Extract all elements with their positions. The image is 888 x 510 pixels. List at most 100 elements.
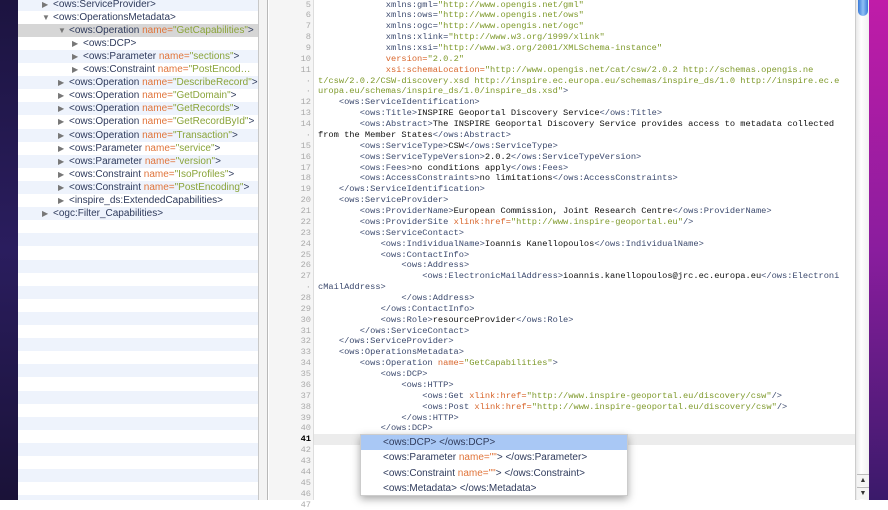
disclosure-right-icon[interactable]: ▶	[58, 104, 65, 114]
tree-row[interactable]: ▶<ows:ServiceProvider>	[18, 0, 258, 11]
code-token: Ioannis Kanellopoulos	[484, 238, 595, 249]
tree-row[interactable]: ▶<ows:Constraint name="PostEncoding">	[18, 180, 258, 194]
scroll-down-arrow-icon[interactable]: ▼	[857, 487, 869, 499]
disclosure-right-icon[interactable]: ▶	[58, 156, 65, 166]
disclosure-right-icon[interactable]: ▶	[58, 196, 65, 205]
code-line[interactable]: <ows:ProviderName>European Commission, J…	[318, 206, 772, 217]
code-line[interactable]: t/csw/2.0.2/CSW-discovery.xsd http://ins…	[318, 76, 839, 87]
code-line[interactable]: </ows:ServiceIdentification>	[318, 184, 485, 195]
tree-node-label: <ows:Operation name="GetRecordById">	[69, 115, 254, 128]
disclosure-down-icon[interactable]: ▼	[58, 25, 66, 35]
disclosure-right-icon[interactable]: ▶	[58, 130, 65, 140]
code-line[interactable]: <ows:Abstract>The INSPIRE Geoportal Disc…	[318, 119, 834, 130]
line-number: 28	[300, 292, 311, 303]
code-token: </ows:ServiceContact>	[359, 325, 470, 336]
code-line[interactable]: xmlns:ows="http://www.opengis.net/ows"	[318, 10, 584, 21]
code-line[interactable]: <ows:IndividualName>Ioannis Kanellopoulo…	[318, 239, 704, 250]
code-line[interactable]: xmlns:ogc="http://www.opengis.net/ogc"	[318, 21, 584, 32]
autocomplete-item[interactable]: <ows:Metadata> </ows:Metadata>	[361, 481, 627, 496]
code-line[interactable]: <ows:ServiceContact>	[318, 228, 464, 239]
code-line[interactable]: <ows:ServiceProvider>	[318, 195, 448, 206]
code-line[interactable]: <ows:DCP>	[318, 369, 428, 380]
code-line[interactable]: <ows:Address>	[318, 260, 469, 271]
tree-row[interactable]: ▶<ogc:Filter_Capabilities>	[18, 207, 258, 221]
autocomplete-item[interactable]: <ows:Constraint name=""> </ows:Constrain…	[361, 466, 627, 481]
code-token: "http://www.opengis.net/gml"	[437, 0, 584, 10]
code-line[interactable]: <ows:HTTP>	[318, 380, 453, 391]
autocomplete-val: ""	[488, 467, 496, 479]
disclosure-right-icon[interactable]: ▶	[58, 78, 65, 88]
disclosure-down-icon[interactable]: ▼	[42, 12, 50, 22]
autocomplete-item[interactable]: <ows:DCP> </ows:DCP>	[361, 435, 627, 451]
code-line[interactable]: <ows:Get xlink:href="http://www.inspire-…	[318, 391, 782, 402]
tree-row[interactable]: ▶<ows:Operation name="DescribeRecord">	[18, 76, 258, 90]
tree-node-end: >	[231, 129, 238, 141]
code-line[interactable]: <ows:Title>INSPIRE Geoportal Discovery S…	[318, 108, 662, 119]
code-line[interactable]: <ows:Fees>no conditions apply</ows:Fees>	[318, 163, 569, 174]
tree-row[interactable]: ▶<inspire_ds:ExtendedCapabilities>	[18, 194, 258, 207]
code-editor[interactable]: xmlns:gml="http://www.opengis.net/gml" x…	[314, 0, 855, 500]
autocomplete-tag: <ows:Constraint	[383, 467, 458, 479]
code-line[interactable]: xsi:schemaLocation="http://www.opengis.n…	[318, 64, 814, 76]
code-line[interactable]: <ows:Role>resourceProvider</ows:Role>	[318, 315, 574, 326]
code-line[interactable]: version="2.0.2"	[318, 54, 464, 65]
code-line[interactable]: xmlns:gml="http://www.opengis.net/gml"	[318, 0, 584, 10]
tree-row[interactable]: ▶<ows:Parameter name="service">	[18, 142, 258, 155]
code-line[interactable]: </ows:ServiceProvider>	[318, 336, 454, 347]
disclosure-right-icon[interactable]: ▶	[58, 169, 65, 179]
code-line[interactable]: </ows:ServiceContact>	[318, 326, 469, 337]
code-line[interactable]: cMailAddress>	[318, 282, 386, 293]
tree-row[interactable]: ▶<ows:Parameter name="sections">	[18, 49, 258, 63]
code-line[interactable]: <ows:ElectronicMailAddress>ioannis.kanel…	[318, 271, 839, 282]
tree-row[interactable]: ▶<ows:Operation name="GetRecords">	[18, 102, 258, 116]
code-line[interactable]: <ows:Operation name="GetCapabilities">	[318, 358, 558, 369]
code-line[interactable]: <ows:ContactInfo>	[318, 250, 470, 261]
disclosure-right-icon[interactable]: ▶	[72, 65, 79, 74]
disclosure-right-icon[interactable]: ▶	[58, 182, 65, 192]
xml-outline-tree[interactable]: ▶<ows:ServiceProvider>▼<ows:OperationsMe…	[18, 0, 259, 500]
code-token: xsi:schemaLocation=	[385, 64, 485, 75]
tree-row[interactable]: ▼<ows:Operation name="GetCapabilities">	[18, 23, 258, 37]
disclosure-right-icon[interactable]: ▶	[58, 91, 65, 101]
disclosure-right-icon[interactable]: ▶	[42, 209, 49, 219]
scroll-up-arrow-icon[interactable]: ▲	[857, 474, 869, 486]
tree-row[interactable]: ▶<ows:DCP>	[18, 37, 258, 50]
scrollbar-thumb[interactable]	[858, 0, 868, 16]
code-line[interactable]: <ows:Post xlink:href="http://www.inspire…	[318, 402, 787, 413]
disclosure-right-icon[interactable]: ▶	[58, 143, 65, 153]
code-line[interactable]: from the Member States</ows:Abstract>	[318, 130, 511, 141]
tree-row[interactable]: ▶<ows:Operation name="Transaction">	[18, 128, 258, 142]
disclosure-right-icon[interactable]: ▶	[72, 51, 79, 61]
tree-row[interactable]: ▶<ows:Constraint name="IsoProfiles">	[18, 168, 258, 181]
code-line[interactable]: </ows:HTTP>	[318, 413, 458, 424]
code-token: </ows:Address>	[401, 292, 475, 303]
code-token	[318, 43, 386, 53]
autocomplete-item[interactable]: <ows:Parameter name=""> </ows:Parameter>	[361, 450, 627, 465]
code-line[interactable]: <ows:OperationsMetadata>	[318, 347, 464, 358]
code-line[interactable]: <ows:ServiceType>CSW</ows:ServiceType>	[318, 141, 558, 152]
line-number: ·	[305, 86, 311, 97]
code-line[interactable]: xmlns:xlink="http://www.w3.org/1999/xlin…	[318, 32, 605, 43]
tree-row[interactable]: ▶ <ows:Operation name="GetRecordById">	[18, 115, 258, 128]
code-line[interactable]: <ows:ProviderSite xlink:href="http://www…	[318, 217, 694, 228]
vertical-scrollbar[interactable]: ▲ ▼	[855, 0, 869, 500]
disclosure-right-icon[interactable]: ▶	[42, 0, 49, 9]
code-line[interactable]: </ows:ContactInfo>	[318, 304, 475, 315]
tree-row[interactable]: ▶<ows:Operation name="GetDomain">	[18, 89, 258, 102]
disclosure-right-icon[interactable]: ▶	[58, 117, 65, 127]
line-number: 10	[300, 53, 311, 64]
tree-row[interactable]: ▶<ows:Parameter name="version">	[18, 154, 258, 168]
autocomplete-popup[interactable]: <ows:DCP> </ows:DCP><ows:Parameter name=…	[360, 434, 628, 496]
code-line[interactable]: </ows:DCP>	[318, 423, 433, 434]
split-view-divider[interactable]	[259, 0, 268, 500]
tree-row[interactable]: ▼<ows:OperationsMetadata>	[18, 11, 258, 24]
code-line[interactable]: <ows:ServiceIdentification>	[318, 97, 480, 108]
code-line[interactable]: <ows:AccessConstraints>no limitations</o…	[318, 173, 678, 184]
code-line[interactable]: uropa.eu/schemas/inspire_ds/1.0/inspire_…	[318, 86, 568, 97]
code-line[interactable]: xmlns:xsi="http://www.w3.org/2001/XMLSch…	[318, 43, 662, 54]
code-line[interactable]: <ows:ServiceTypeVersion>2.0.2</ows:Servi…	[318, 152, 642, 163]
tree-row[interactable]: ▶<ows:Constraint name="PostEncod…	[18, 63, 258, 76]
disclosure-right-icon[interactable]: ▶	[72, 38, 79, 48]
code-line[interactable]: </ows:Address>	[318, 293, 474, 304]
tree-node-attr: name=	[142, 90, 173, 102]
